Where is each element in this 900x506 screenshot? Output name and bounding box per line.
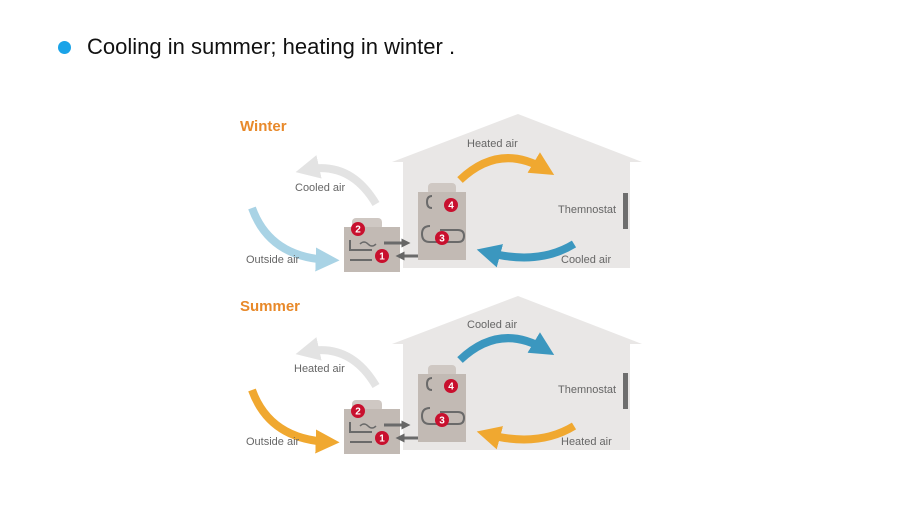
summer-intake-arrow xyxy=(248,388,340,454)
summer-marker-4 xyxy=(444,379,458,393)
winter-marker-1 xyxy=(375,249,389,263)
summer-thermostat-label: Themnostat xyxy=(558,384,616,396)
summer-exhaust-arrow xyxy=(295,337,380,389)
heading-text: Cooling in summer; heating in winter . xyxy=(87,34,456,59)
winter-exhaust-label: Cooled air xyxy=(295,182,345,194)
winter-supply-arrow xyxy=(457,152,555,183)
winter-supply-label: Heated air xyxy=(467,138,518,150)
winter-thermostat xyxy=(623,193,628,229)
winter-outdoor-unit xyxy=(344,218,400,272)
summer-marker-1 xyxy=(375,431,389,445)
summer-thermostat xyxy=(623,373,628,409)
winter-marker-2-num: 2 xyxy=(355,225,361,236)
summer-return-arrow xyxy=(476,422,577,450)
winter-indoor-unit xyxy=(418,183,466,260)
summer-title: Summer xyxy=(240,298,300,315)
summer-marker-3-num: 3 xyxy=(439,416,445,427)
summer-marker-4-num: 4 xyxy=(448,382,454,393)
summer-intake-label: Outside air xyxy=(246,436,300,448)
summer-supply-label: Cooled air xyxy=(467,319,517,331)
summer-marker-2 xyxy=(351,404,365,418)
summer-marker-1-num: 1 xyxy=(379,434,385,445)
winter-marker-4 xyxy=(444,198,458,212)
winter-marker-3-num: 3 xyxy=(439,234,445,245)
summer-outdoor-unit xyxy=(344,400,400,454)
summer-exhaust-label: Heated air xyxy=(294,363,345,375)
winter-marker-3 xyxy=(435,231,449,245)
winter-marker-2 xyxy=(351,222,365,236)
summer-return-label: Heated air xyxy=(561,436,612,448)
winter-return-arrow xyxy=(476,240,577,268)
winter-title: Winter xyxy=(240,118,287,135)
winter-marker-1-num: 1 xyxy=(379,252,385,263)
summer-panel: Summer Themnostat 1 2 3 4 Heated ai xyxy=(240,296,642,454)
bullet-dot-icon xyxy=(58,40,71,54)
bullet-heading: Cooling in summer; heating in winter . xyxy=(58,34,455,60)
summer-indoor-unit xyxy=(418,365,466,442)
winter-return-label: Cooled air xyxy=(561,254,611,266)
summer-marker-2-num: 2 xyxy=(355,407,361,418)
winter-exhaust-arrow xyxy=(295,155,380,207)
winter-panel: Winter Themnostat 1 2 3 4 xyxy=(240,114,642,272)
winter-thermostat-label: Themnostat xyxy=(558,204,616,216)
summer-supply-arrow xyxy=(457,332,555,363)
summer-marker-3 xyxy=(435,413,449,427)
winter-intake-arrow xyxy=(248,206,340,272)
winter-marker-4-num: 4 xyxy=(448,201,454,212)
winter-intake-label: Outside air xyxy=(246,254,300,266)
